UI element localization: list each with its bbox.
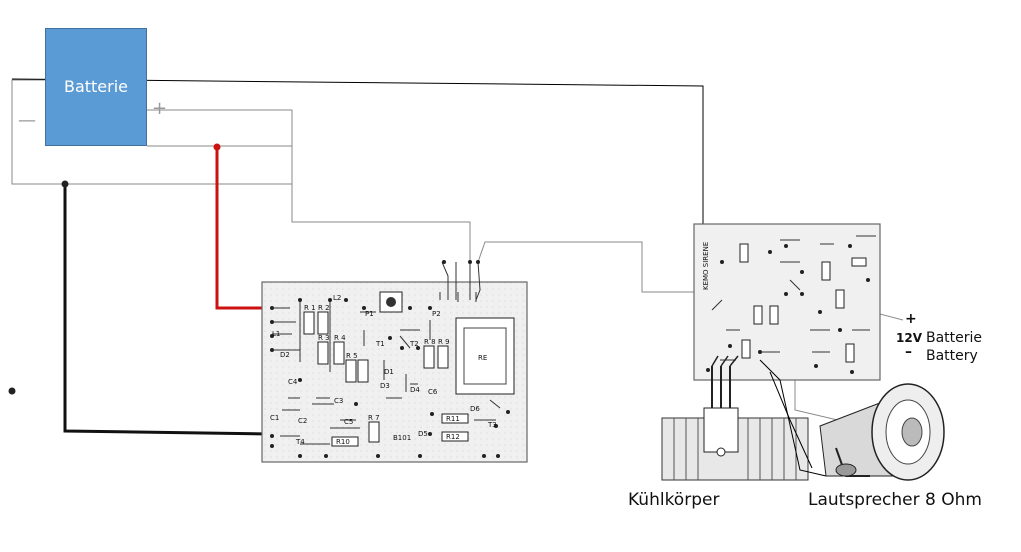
lbl-r9: R 9 (438, 338, 450, 346)
lbl-r5: R 5 (346, 352, 358, 360)
heatsink-caption: Kühlkörper (628, 490, 720, 510)
speaker-icon (819, 383, 945, 481)
lbl-re: RE (478, 354, 487, 362)
lbl-t1: T1 (375, 340, 385, 348)
plus-wire (147, 145, 471, 262)
lbl-d1: D1 (384, 368, 394, 376)
black-wire-ground (63, 184, 269, 436)
pcb-left-labels: L2 P1 P2 T1 T2 T3 T4 D1 D2 D3 D4 D5 D6 C… (270, 294, 497, 446)
lbl-c4: C4 (288, 378, 298, 386)
terminal-battery: Battery (926, 348, 978, 364)
speaker-caption: Lautsprecher 8 Ohm (808, 490, 982, 510)
lbl-d4: D4 (410, 386, 420, 394)
lbl-l1: L1 (272, 330, 280, 338)
lbl-d6: D6 (470, 405, 480, 413)
lbl-c2: C2 (298, 417, 307, 425)
lbl-r2: R 2 (318, 304, 330, 312)
lbl-r4: R 4 (334, 334, 346, 342)
pcb-left (261, 260, 528, 463)
speaker-wire-1 (759, 359, 827, 477)
lbl-d2: D2 (280, 351, 290, 359)
board-title: KEMO SIRENE (702, 242, 710, 290)
lbl-c3: C3 (334, 397, 343, 405)
lbl-c5: C5 (344, 418, 353, 426)
battery-label: Batterie (63, 77, 129, 96)
lbl-d5: D5 (418, 430, 428, 438)
terminal-batterie: Batterie (926, 330, 983, 346)
lbl-p1: P1 (365, 310, 374, 318)
terminal-voltage: 12V (896, 331, 922, 345)
battery-box: Batterie (45, 28, 147, 146)
lbl-r12: R12 (446, 433, 460, 441)
frame-wire-left (11, 79, 65, 185)
lbl-r7: R 7 (368, 414, 380, 422)
battery-plus-sign: + (152, 98, 168, 119)
lbl-t2: T2 (409, 340, 419, 348)
lbl-c6: C6 (428, 388, 438, 396)
ground-node (61, 180, 69, 188)
stray-dot (8, 387, 16, 395)
lbl-r11: R11 (446, 415, 460, 423)
red-wire (215, 147, 268, 310)
black-wire-top (11, 78, 704, 225)
lbl-c1: C1 (270, 414, 279, 422)
lbl-r10: R10 (336, 438, 350, 446)
battery-minus-sign: — (18, 110, 36, 131)
terminal-plus: + (905, 311, 917, 327)
pcb-right: KEMO SIRENE (693, 223, 881, 381)
heatsink (661, 355, 809, 481)
lbl-l2: L2 (333, 294, 341, 302)
speaker-wire-2 (769, 371, 813, 469)
lbl-t4: T4 (295, 438, 305, 446)
lbl-p2: P2 (432, 310, 441, 318)
terminal-minus: – (905, 344, 912, 360)
lbl-r1: R 1 (304, 304, 316, 312)
lbl-r8: R 8 (424, 338, 436, 346)
relay-wire (477, 241, 795, 293)
lbl-d3: D3 (380, 382, 390, 390)
lbl-t3: T3 (487, 421, 497, 429)
lbl-b101: B101 (393, 434, 411, 442)
red-wire-node (213, 143, 221, 151)
lbl-r3: R 3 (318, 334, 330, 342)
